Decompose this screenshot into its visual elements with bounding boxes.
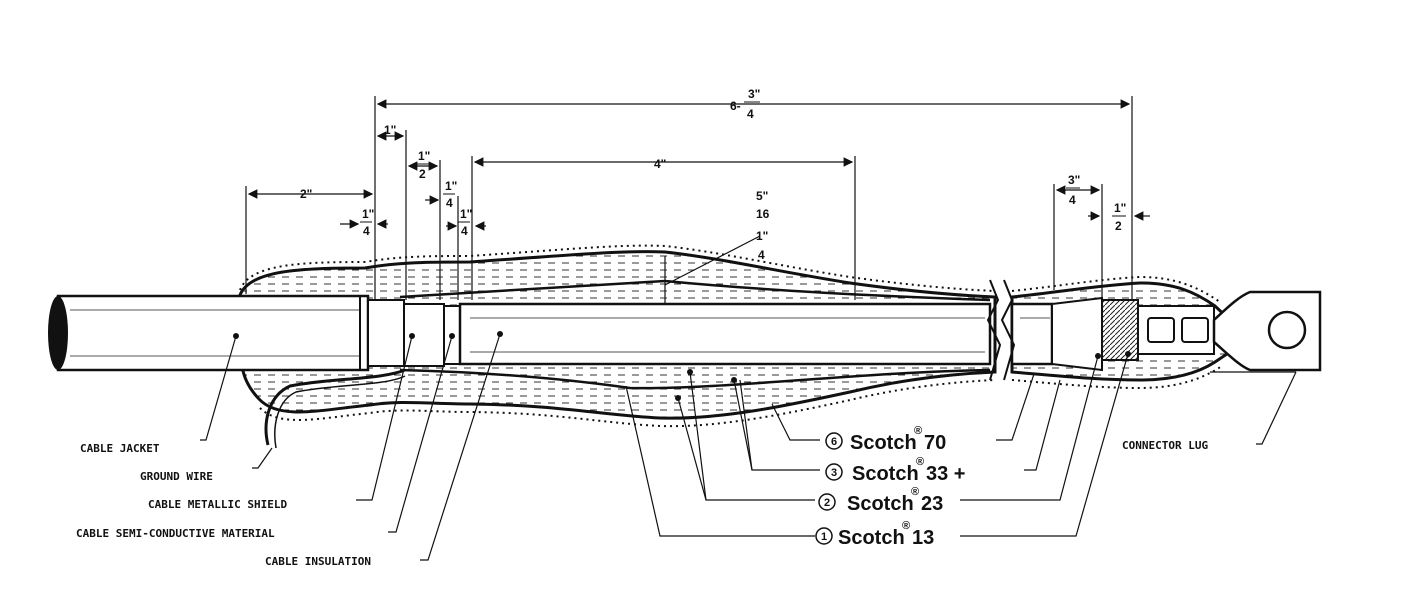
tape-callouts: 6 Scotch ® 70 3 Scotch ® 33 + 2 Scotch ®… [815, 425, 965, 549]
dim-14-num: 1" [756, 229, 768, 243]
cable-jacket-shape [48, 294, 370, 372]
tape-callout-23: 2 Scotch ® 23 [818, 486, 943, 515]
tape-13-sup: ® [902, 520, 910, 532]
dim-1in: 1" [384, 123, 396, 137]
dim-half-num: 1" [418, 149, 430, 163]
tape-13-code: 13 [912, 527, 934, 549]
tape-23-number: 2 [824, 497, 830, 509]
callout-dots [233, 331, 1131, 401]
tape-23-sup: ® [911, 486, 919, 498]
dim-516-num: 5" [756, 189, 768, 203]
dim-overall-den: 4 [747, 107, 754, 121]
tape-13-name: Scotch [838, 527, 905, 549]
cable-core-shape [367, 299, 1054, 367]
tape-callout-70: 6 Scotch ® 70 [825, 425, 946, 454]
dim-right-12-num: 1" [1114, 201, 1126, 215]
label-connector-lug: CONNECTOR LUG [1122, 439, 1208, 452]
tape-33-name: Scotch [852, 463, 919, 485]
tape-70-name: Scotch [850, 432, 917, 454]
label-metallic-shield: CABLE METALLIC SHIELD [148, 498, 287, 511]
label-semi-conductive: CABLE SEMI-CONDUCTIVE MATERIAL [76, 527, 275, 540]
dim-516-den: 16 [756, 207, 770, 221]
dimension-text: 6- 3" 4 1" 2" 4" 1" 2 1" 4 1" 4 1" 4 5" … [300, 87, 1126, 262]
label-ground-wire: GROUND WIRE [140, 470, 213, 483]
tape-callout-13: 1 Scotch ® 13 [815, 520, 934, 549]
dim-right-34-num: 3" [1068, 173, 1080, 187]
tape-callout-33: 3 Scotch ® 33 + [825, 456, 965, 485]
dim-overall-num: 3" [748, 87, 760, 101]
tape-13-number: 1 [821, 531, 827, 543]
label-cable-jacket: CABLE JACKET [80, 442, 160, 455]
dim-2in: 2" [300, 187, 312, 201]
break-symbol [986, 279, 1016, 381]
tape-23-name: Scotch [847, 493, 914, 515]
dim-quarter-b-den: 4 [363, 224, 370, 238]
dim-quarter-b-num: 1" [362, 207, 374, 221]
leader-lines [200, 333, 1297, 561]
connector-shape [1051, 290, 1322, 372]
dimension-lines [245, 96, 1150, 305]
tape-70-sup: ® [914, 425, 922, 437]
dim-right-34-den: 4 [1069, 193, 1076, 207]
dim-quarter-c-num: 1" [460, 207, 472, 221]
tape-33-number: 3 [831, 467, 837, 479]
dim-overall-whole: 6- [730, 99, 741, 113]
dim-quarter-c-den: 4 [461, 224, 468, 238]
dim-quarter-a-den: 4 [446, 196, 453, 210]
label-insulation: CABLE INSULATION [265, 555, 371, 568]
tape-23-code: 23 [921, 493, 943, 515]
component-labels: CABLE JACKET GROUND WIRE CABLE METALLIC … [76, 439, 1208, 568]
dim-quarter-a-num: 1" [445, 179, 457, 193]
dim-half-den: 2 [419, 167, 426, 181]
dim-right-12-den: 2 [1115, 219, 1122, 233]
dim-4in: 4" [654, 157, 666, 171]
dim-14-den: 4 [758, 248, 765, 262]
tape-33-sup: ® [916, 456, 924, 468]
ground-wire-shape [264, 368, 406, 449]
tape-70-number: 6 [831, 436, 837, 448]
tape-33-code: 33 + [926, 463, 965, 485]
tape-70-code: 70 [924, 432, 946, 454]
